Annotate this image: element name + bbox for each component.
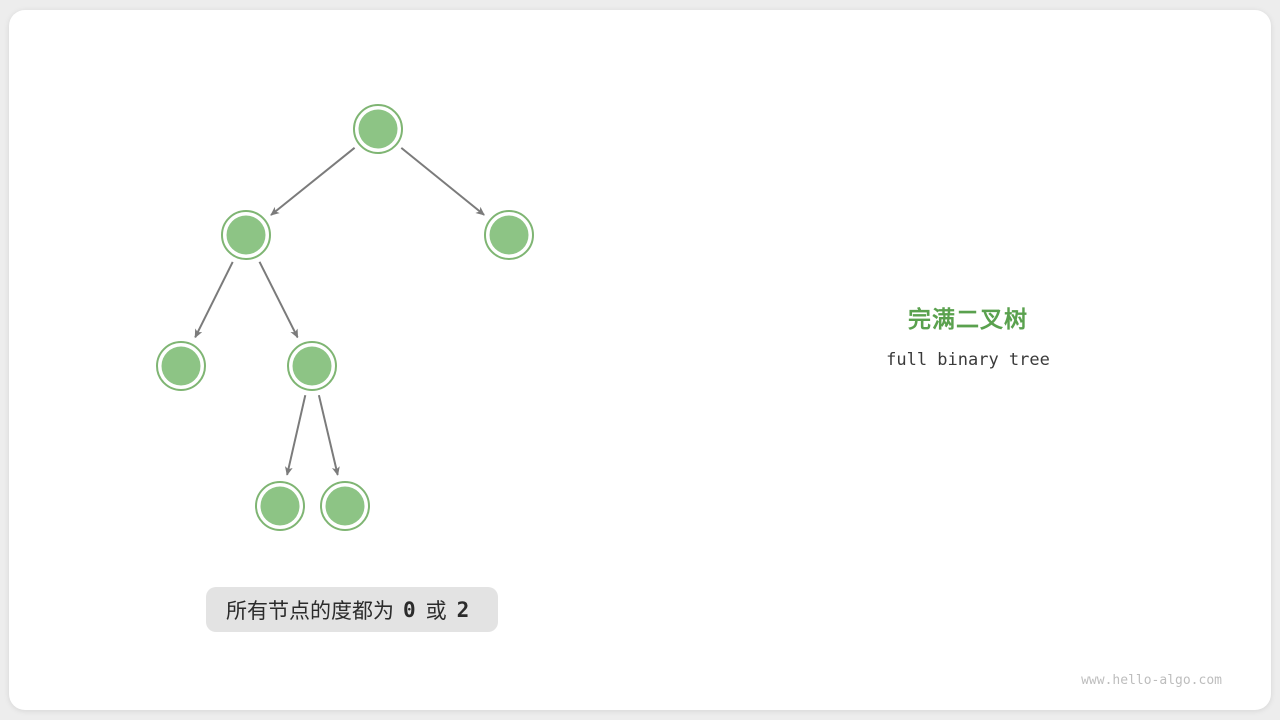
title-zh: 完满二叉树 <box>908 306 1028 332</box>
caption-pill: 所有节点的度都为 0 或 2 <box>206 587 499 632</box>
title-en: full binary tree <box>886 350 1050 370</box>
title-block: 完满二叉树 full binary tree <box>808 300 1128 370</box>
watermark: www.hello-algo.com <box>1081 673 1222 688</box>
caption-prefix: 所有节点的度都为 <box>226 599 394 623</box>
caption-value-2: 2 <box>456 597 470 622</box>
caption-value-0: 0 <box>403 597 416 622</box>
caption-or: 或 <box>425 599 447 623</box>
